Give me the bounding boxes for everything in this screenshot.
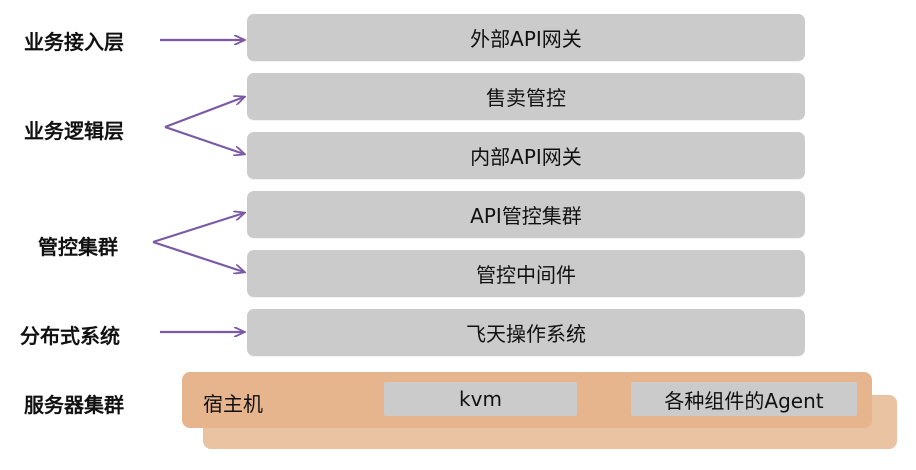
bar-feitian-os-label: 飞天操作系统 (466, 322, 586, 346)
bar-external-api-gateway: 外部API网关 (247, 14, 805, 61)
chip-kvm-label: kvm (459, 387, 502, 411)
bar-control-middleware: 管控中间件 (247, 250, 805, 297)
label-control-cluster: 管控集群 (38, 235, 118, 259)
chip-component-agents-label: 各种组件的Agent (664, 388, 824, 413)
arrow-logic-to-sales-control (164, 97, 244, 129)
bar-control-middleware-label: 管控中间件 (476, 263, 576, 287)
bar-sales-control-label: 售卖管控 (486, 86, 566, 110)
bar-api-control-cluster-label: API管控集群 (470, 204, 582, 228)
label-logic-layer: 业务逻辑层 (24, 119, 124, 143)
bar-external-api-gateway-label: 外部API网关 (470, 27, 582, 51)
bar-sales-control: 售卖管控 (247, 73, 805, 120)
arrow-control-to-middleware (152, 240, 244, 272)
chip-kvm: kvm (384, 382, 577, 416)
server-host-label: 宿主机 (203, 392, 263, 416)
arrow-logic-to-internal-api (164, 125, 244, 154)
arrow-control-to-api-cluster (152, 213, 244, 244)
bar-internal-api-gateway: 内部API网关 (247, 132, 805, 179)
label-access-layer: 业务接入层 (24, 30, 124, 54)
bar-feitian-os: 飞天操作系统 (247, 309, 805, 356)
bar-internal-api-gateway-label: 内部API网关 (470, 145, 582, 169)
label-distributed-system: 分布式系统 (20, 324, 120, 348)
bar-api-control-cluster: API管控集群 (247, 191, 805, 238)
label-server-cluster: 服务器集群 (24, 393, 124, 417)
chip-component-agents: 各种组件的Agent (631, 382, 857, 416)
